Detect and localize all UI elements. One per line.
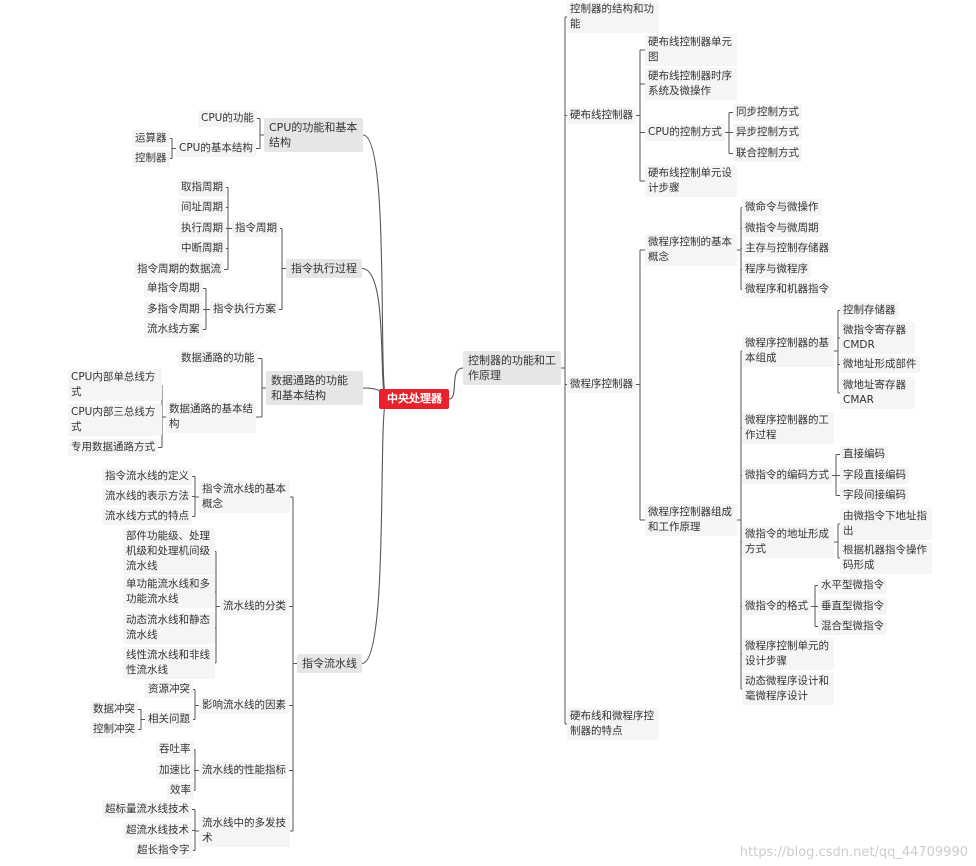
node-multi-issue[interactable]: 流水线中的多发技术 xyxy=(199,815,290,847)
node-field-direct-encoding[interactable]: 字段直接编码 xyxy=(840,467,909,484)
node-vertical-micro[interactable]: 垂直型微指令 xyxy=(818,598,887,615)
node-async-control[interactable]: 异步控制方式 xyxy=(733,124,802,141)
node-microprogram-process[interactable]: 微程序控制器的工作过程 xyxy=(742,412,834,444)
node-microinstruction[interactable]: 微指令与微周期 xyxy=(742,220,822,237)
node-interrupt-cycle[interactable]: 中断周期 xyxy=(178,240,226,257)
node-micro-encoding[interactable]: 微指令的编码方式 xyxy=(742,467,832,484)
node-microprogram-machine-instruction[interactable]: 微程序和机器指令 xyxy=(742,281,832,298)
node-cpu-control-mode[interactable]: CPU的控制方式 xyxy=(645,124,725,141)
node-instruction-cycle[interactable]: 指令周期 xyxy=(232,220,280,237)
node-microprogram-basic-concept[interactable]: 微程序控制的基本概念 xyxy=(645,234,737,266)
node-instruction-execution[interactable]: 指令执行过程 xyxy=(286,259,362,278)
node-class-dynamic[interactable]: 动态流水线和静态流水线 xyxy=(123,612,215,644)
node-pipeline-features[interactable]: 流水线方式的特点 xyxy=(102,508,192,525)
node-micro-address-unit[interactable]: 微地址形成部件 xyxy=(840,356,920,373)
node-hardwired-design-steps[interactable]: 硬布线控制单元设计步骤 xyxy=(645,165,737,197)
node-hardwired-controller[interactable]: 硬布线控制器 xyxy=(567,107,636,124)
root-branch-left xyxy=(362,134,388,400)
node-execution-scheme[interactable]: 指令执行方案 xyxy=(210,301,279,318)
node-micro-format[interactable]: 微指令的格式 xyxy=(742,598,811,615)
node-alu[interactable]: 运算器 xyxy=(132,130,170,147)
node-micro-address[interactable]: 微指令的地址形成方式 xyxy=(742,526,834,558)
node-control-hazard[interactable]: 控制冲突 xyxy=(90,721,138,738)
node-hardwired-unit-diagram[interactable]: 硬布线控制器单元图 xyxy=(645,34,737,66)
watermark-text: https://blog.csdn.net/qq_44709990 xyxy=(739,845,968,860)
node-main-and-control-memory[interactable]: 主存与控制存储器 xyxy=(742,240,832,257)
node-microprogram-components[interactable]: 微程序控制器的基本组成 xyxy=(742,335,834,367)
node-pipeline-definition[interactable]: 指令流水线的定义 xyxy=(102,468,192,485)
node-cmar[interactable]: 微地址寄存器CMAR xyxy=(840,377,915,409)
node-triple-bus[interactable]: CPU内部三总线方式 xyxy=(68,404,162,436)
node-throughput[interactable]: 吞吐率 xyxy=(156,741,194,758)
node-superscalar[interactable]: 超标量流水线技术 xyxy=(102,801,192,818)
node-controller-structure[interactable]: 控制器的结构和功能 xyxy=(567,1,659,33)
node-efficiency[interactable]: 效率 xyxy=(167,782,194,799)
node-data-hazard[interactable]: 数据冲突 xyxy=(90,701,138,718)
node-pipeline-classification[interactable]: 流水线的分类 xyxy=(220,598,289,615)
node-single-bus[interactable]: CPU内部单总线方式 xyxy=(68,369,162,401)
node-vliw[interactable]: 超长指令字 xyxy=(134,842,193,859)
node-datapath-function[interactable]: 数据通路的功能 xyxy=(178,350,258,367)
node-controller[interactable]: 控制器 xyxy=(132,150,170,167)
root-node[interactable]: 中央处理器 xyxy=(379,389,449,409)
node-cmdr[interactable]: 微指令寄存器CMDR xyxy=(840,322,915,354)
node-mixed-micro[interactable]: 混合型微指令 xyxy=(818,618,887,635)
node-pipeline-scheme[interactable]: 流水线方案 xyxy=(144,321,203,338)
node-combined-control[interactable]: 联合控制方式 xyxy=(733,145,802,162)
node-dedicated-path[interactable]: 专用数据通路方式 xyxy=(68,439,158,456)
root-branch-left xyxy=(361,398,388,665)
node-pipeline-concept[interactable]: 指令流水线的基本概念 xyxy=(199,481,290,513)
node-fetch-cycle[interactable]: 取指周期 xyxy=(178,179,226,196)
node-cpu-basic-structure[interactable]: CPU的基本结构 xyxy=(176,140,256,157)
node-single-cycle[interactable]: 单指令周期 xyxy=(144,280,203,297)
node-superpipeline[interactable]: 超流水线技术 xyxy=(123,822,192,839)
node-field-indirect-encoding[interactable]: 字段间接编码 xyxy=(840,487,909,504)
node-microprogram-controller[interactable]: 微程序控制器 xyxy=(567,376,636,393)
node-pipeline-factors[interactable]: 影响流水线的因素 xyxy=(199,697,289,714)
node-sync-control[interactable]: 同步控制方式 xyxy=(733,104,802,121)
node-controller-comparison[interactable]: 硬布线和微程序控制器的特点 xyxy=(567,708,659,740)
root-branch-left xyxy=(361,267,388,400)
node-multi-cycle[interactable]: 多指令周期 xyxy=(144,301,203,318)
node-direct-encoding[interactable]: 直接编码 xyxy=(840,446,888,463)
node-class-level[interactable]: 部件功能级、处理机级和处理机间级流水线 xyxy=(123,528,215,575)
node-control-memory[interactable]: 控制存储器 xyxy=(840,302,899,319)
node-speedup[interactable]: 加速比 xyxy=(156,762,194,779)
node-cycle-dataflow[interactable]: 指令周期的数据流 xyxy=(134,261,224,278)
node-execute-cycle[interactable]: 执行周期 xyxy=(178,220,226,237)
node-datapath-structure[interactable]: 数据通路的基本结构 xyxy=(166,401,256,433)
node-resource-conflict[interactable]: 资源冲突 xyxy=(145,681,193,698)
node-datapath[interactable]: 数据通路的功能和基本结构 xyxy=(266,371,363,405)
node-horizontal-micro[interactable]: 水平型微指令 xyxy=(818,577,887,594)
node-controller-principle[interactable]: 控制器的功能和工作原理 xyxy=(463,351,561,385)
node-opcode-mapping[interactable]: 根据机器指令操作码形成 xyxy=(840,542,932,574)
node-dependency-problem[interactable]: 相关问题 xyxy=(145,711,193,728)
node-microprogram-organization[interactable]: 微程序控制器组成和工作原理 xyxy=(645,504,737,536)
node-indirect-cycle[interactable]: 间址周期 xyxy=(178,199,226,216)
node-hardwired-timing[interactable]: 硬布线控制器时序系统及微操作 xyxy=(645,68,737,100)
node-next-address-field[interactable]: 由微指令下地址指出 xyxy=(840,508,932,540)
node-cpu-function[interactable]: CPU的功能 xyxy=(198,110,257,127)
node-class-function[interactable]: 单功能流水线和多功能流水线 xyxy=(123,576,215,608)
root-branch-right xyxy=(448,367,464,400)
node-instruction-pipeline[interactable]: 指令流水线 xyxy=(297,654,362,673)
node-cpu-function-structure[interactable]: CPU的功能和基本结构 xyxy=(264,118,363,152)
node-class-linear[interactable]: 线性流水线和非线性流水线 xyxy=(123,647,215,679)
node-program-microprogram[interactable]: 程序与微程序 xyxy=(742,261,811,278)
node-microcommand[interactable]: 微命令与微操作 xyxy=(742,199,822,216)
node-dynamic-microprogram[interactable]: 动态微程序设计和毫微程序设计 xyxy=(742,673,834,705)
node-pipeline-performance[interactable]: 流水线的性能指标 xyxy=(199,762,289,779)
node-pipeline-representation[interactable]: 流水线的表示方法 xyxy=(102,488,192,505)
node-microprogram-design-steps[interactable]: 微程序控制单元的设计步骤 xyxy=(742,638,834,670)
